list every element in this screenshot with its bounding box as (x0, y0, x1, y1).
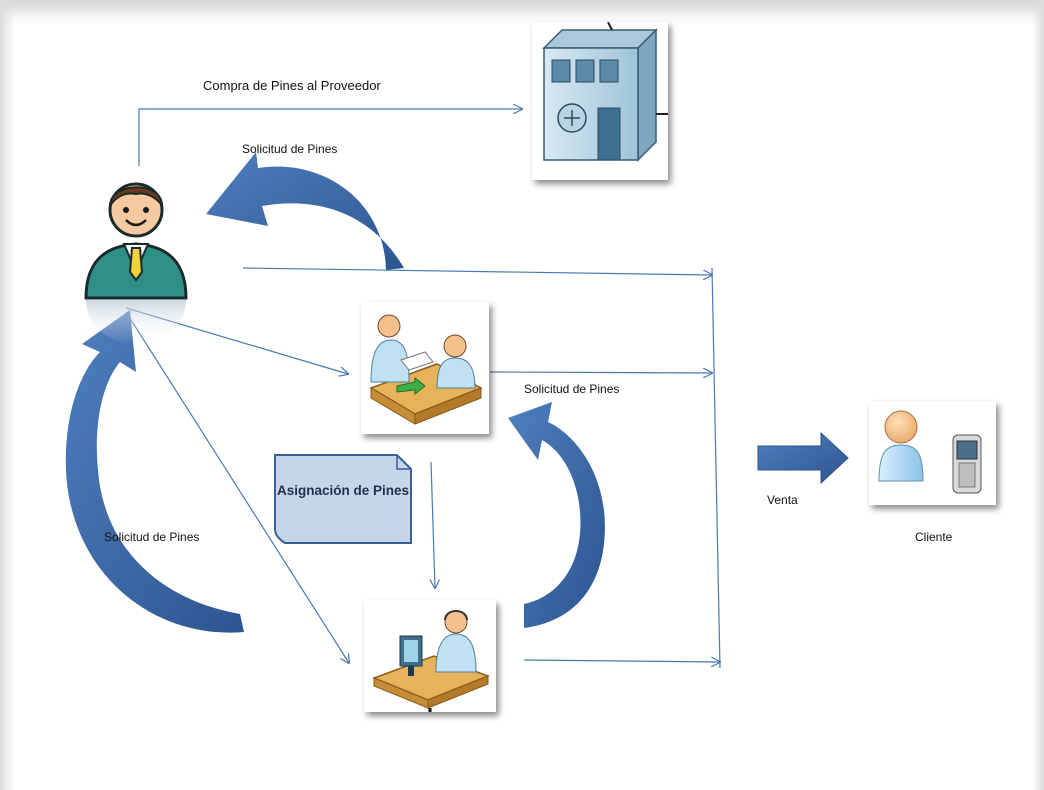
client-label: Cliente (915, 530, 953, 544)
pin-assignment-label: Asignación de Pines (276, 483, 410, 498)
supplier-building-card (532, 22, 668, 180)
call-center-agent-icon (371, 610, 491, 712)
person-icon (84, 182, 188, 344)
call-center-card (364, 600, 496, 712)
frame-shadow (0, 0, 1044, 16)
client-with-phone-icon (878, 410, 982, 494)
purchase-connector (138, 109, 522, 166)
curved-arrow-callcenter-to-office (508, 402, 605, 628)
frame-shadow (1032, 0, 1044, 790)
person-to-sale-connector (242, 267, 712, 275)
sale-bus-line (711, 267, 721, 669)
request-label-top: Solicitud de Pines (242, 142, 338, 156)
pin-assignment-note: Asignación de Pines (273, 453, 413, 545)
frame-shadow (0, 0, 14, 790)
sales-office-card (361, 302, 489, 434)
desk-meeting-icon (369, 314, 483, 425)
purchase-label: Compra de Pines al Proveedor (203, 78, 381, 93)
request-label-middle: Solicitud de Pines (524, 382, 620, 396)
sale-block-arrow (757, 431, 849, 485)
note-shape (274, 454, 412, 544)
office-to-sale-connector (489, 372, 712, 373)
callcenter-to-sale-connector (523, 660, 720, 662)
client-card (869, 401, 996, 505)
distributor-person (80, 176, 192, 346)
person-to-callcenter-connector (125, 311, 349, 663)
building-icon (542, 22, 668, 162)
curved-arrow-callcenter-to-person (65, 310, 244, 633)
request-label-left: Solicitud de Pines (104, 530, 200, 544)
office-to-callcenter-connector (431, 461, 435, 588)
curved-arrow-office-to-person (206, 152, 404, 270)
sale-label: Venta (767, 493, 798, 507)
